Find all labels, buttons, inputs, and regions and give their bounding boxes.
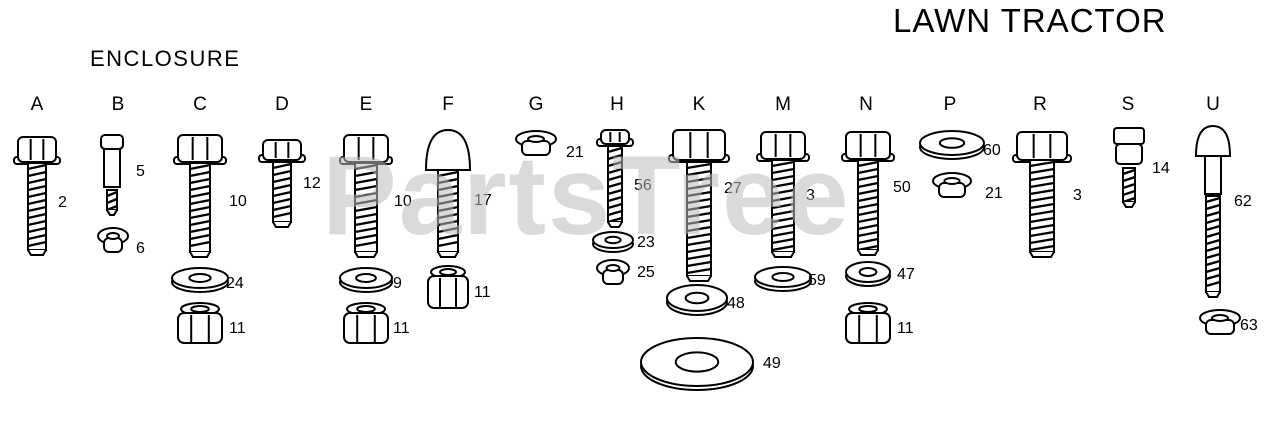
bolt-k-head	[668, 129, 730, 163]
callout-d12: 12	[303, 175, 321, 192]
bolt-a-head	[13, 136, 61, 165]
flange-nut-g	[515, 130, 557, 156]
column-letter-g: G	[529, 94, 544, 115]
bolt-s	[1113, 127, 1145, 165]
callout-a2: 2	[58, 194, 67, 211]
callout-b5: 5	[136, 163, 145, 180]
bolt-n-threads	[857, 159, 879, 256]
washer-e	[339, 267, 393, 293]
column-letter-u: U	[1206, 94, 1220, 115]
column-letter-m: M	[775, 94, 791, 115]
locknut-f	[427, 265, 469, 309]
column-letter-p: P	[944, 94, 957, 115]
callout-f11: 11	[474, 284, 491, 301]
callout-r3: 3	[1073, 187, 1082, 204]
washer-h	[592, 231, 634, 253]
column-letter-n: N	[859, 94, 873, 115]
locknut-n	[845, 302, 891, 344]
callout-e10: 10	[394, 193, 412, 210]
bolt-d-head	[258, 139, 306, 163]
bolt-h-head	[596, 129, 634, 147]
callout-n50: 50	[893, 179, 911, 196]
callout-k49: 49	[763, 355, 781, 372]
callout-e9: 9	[393, 275, 402, 292]
bolt-m-threads	[771, 159, 795, 258]
callout-s14: 14	[1152, 160, 1170, 177]
callout-u62: 62	[1234, 193, 1252, 210]
callout-k27: 27	[724, 180, 742, 197]
nut-b	[97, 227, 129, 253]
bolt-s-threads	[1122, 167, 1136, 208]
callout-h23: 23	[637, 234, 655, 251]
large-washer-k	[640, 337, 754, 391]
flange-nut-p	[932, 172, 972, 198]
callout-b6: 6	[136, 240, 145, 257]
section-title: ENCLOSURE	[90, 46, 241, 71]
carriage-head-u	[1194, 124, 1232, 157]
column-letter-r: R	[1033, 94, 1047, 115]
watermark-text: PartsTree	[322, 133, 851, 258]
shoulder-bolt-b	[100, 134, 124, 188]
nut-h	[596, 259, 630, 285]
column-letter-f: F	[442, 94, 454, 115]
diagram-title: LAWN TRACTOR	[893, 2, 1167, 39]
column-letter-d: D	[275, 94, 289, 115]
bolt-b-threads	[106, 189, 118, 216]
callout-h56: 56	[634, 177, 652, 194]
bolt-c-head	[173, 134, 227, 165]
split-washer-k	[666, 284, 728, 316]
callout-c11: 11	[229, 320, 246, 337]
callout-k48: 48	[727, 295, 745, 312]
column-letter-s: S	[1122, 94, 1135, 115]
bolt-r-threads	[1029, 159, 1055, 258]
callout-e11: 11	[393, 320, 410, 337]
washer-p	[919, 130, 985, 160]
callout-c24: 24	[226, 275, 244, 292]
bolt-a-threads	[27, 162, 47, 256]
washer-m	[754, 266, 812, 292]
bolt-n-head	[841, 131, 895, 162]
callout-f17: 17	[474, 192, 492, 209]
bolt-u-threads	[1205, 195, 1221, 298]
bolt-f-threads	[437, 169, 459, 258]
bolt-d-threads	[272, 161, 292, 228]
callout-g21: 21	[566, 144, 584, 161]
callout-n47: 47	[897, 266, 915, 283]
washer-n	[845, 261, 891, 287]
carriage-head-f	[424, 128, 472, 171]
callout-p21: 21	[985, 185, 1003, 202]
column-letter-k: K	[693, 94, 706, 115]
callout-h25: 25	[637, 264, 655, 281]
bolt-h-threads	[607, 145, 623, 228]
bolt-m-head	[756, 131, 810, 162]
bolt-r-head	[1012, 131, 1072, 163]
washer-c	[171, 267, 229, 293]
callout-u63: 63	[1240, 317, 1258, 334]
locknut-c	[177, 302, 223, 344]
column-letter-h: H	[610, 94, 624, 115]
bolt-c-threads	[189, 162, 211, 258]
locknut-e	[343, 302, 389, 344]
column-letter-e: E	[360, 94, 373, 115]
callout-n11: 11	[897, 320, 914, 337]
nut-u	[1199, 309, 1241, 335]
bolt-k-threads	[686, 161, 712, 282]
column-letter-b: B	[112, 94, 125, 115]
column-letter-a: A	[31, 94, 44, 115]
callout-c10: 10	[229, 193, 247, 210]
callout-p60: 60	[983, 142, 1001, 159]
bolt-u-shank	[1204, 155, 1222, 195]
column-letter-c: C	[193, 94, 207, 115]
callout-m3: 3	[806, 187, 815, 204]
bolt-e-threads	[354, 162, 378, 258]
callout-m59: 59	[808, 272, 826, 289]
